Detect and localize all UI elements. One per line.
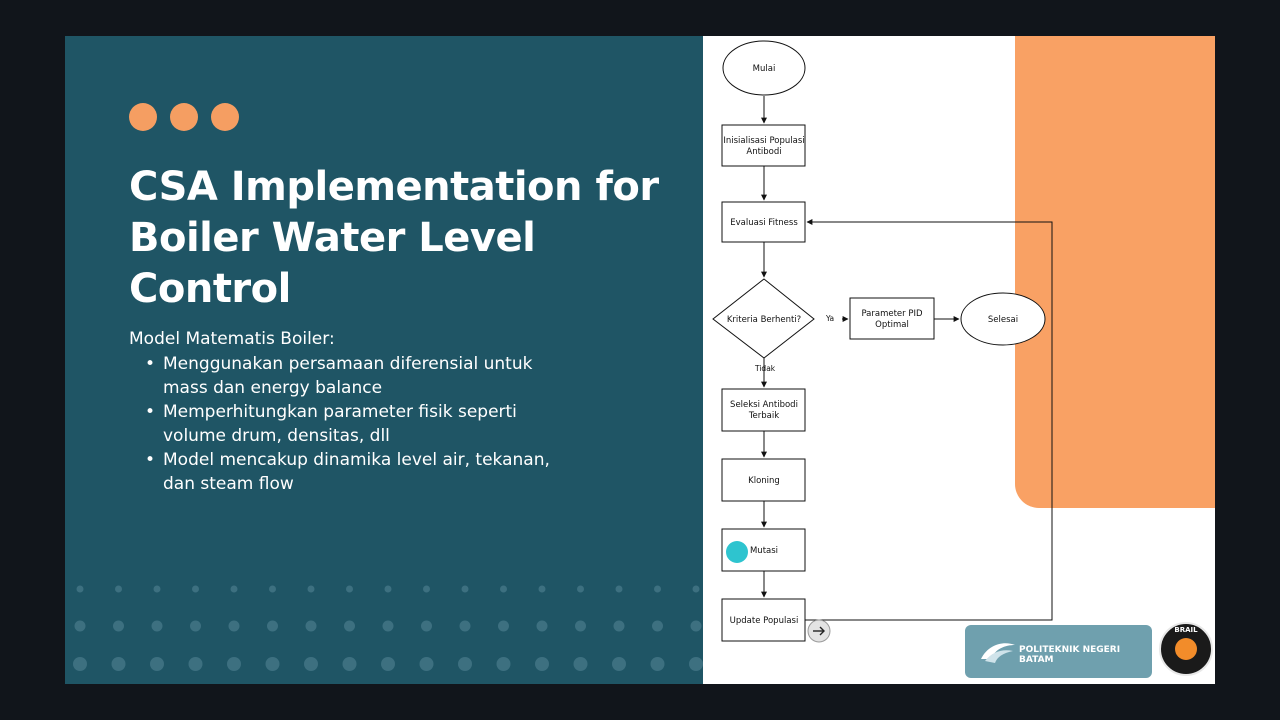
bullet-list: Menggunakan persamaan diferensial untuk … xyxy=(145,352,565,496)
flowchart: Mulai Inisialisasi Populasi Antibodi Eva… xyxy=(712,40,1053,643)
pattern-dot xyxy=(613,620,625,632)
pattern-dot xyxy=(230,585,238,593)
pattern-dot xyxy=(307,585,315,593)
node-pid xyxy=(849,297,935,340)
label-evaluate: Evaluasi Fitness xyxy=(730,218,798,228)
pattern-dot xyxy=(381,657,395,671)
label-select-2: Terbaik xyxy=(748,411,779,421)
next-slide-button[interactable] xyxy=(807,619,831,643)
pattern-dot xyxy=(538,585,546,593)
pattern-dot xyxy=(305,620,317,632)
pattern-dot xyxy=(498,620,509,632)
section-subtitle: Model Matematis Boiler: xyxy=(129,329,335,349)
label-init-1: Inisialisasi Populasi xyxy=(723,136,804,146)
pattern-dot xyxy=(150,657,164,671)
polibatam-logo: POLITEKNIK NEGERI BATAM xyxy=(965,625,1152,678)
pattern-dot xyxy=(689,657,703,671)
pattern-dot xyxy=(573,657,588,671)
pattern-dot xyxy=(269,585,276,593)
pattern-dot xyxy=(500,585,507,593)
label-clone: Kloning xyxy=(748,476,780,486)
label-update: Update Populasi xyxy=(730,616,799,626)
pattern-dot xyxy=(535,657,549,671)
polibatam-swoosh-icon xyxy=(981,643,1015,663)
label-no: Tidak xyxy=(754,364,776,373)
pattern-dot xyxy=(267,620,278,632)
label-pid-1: Parameter PID xyxy=(861,309,923,319)
pattern-dot xyxy=(421,620,432,632)
label-end: Selesai xyxy=(988,315,1018,325)
pattern-dot xyxy=(690,620,702,632)
left-panel: CSA Implementation for Boiler Water Leve… xyxy=(65,36,703,684)
pattern-dot xyxy=(188,657,203,671)
pattern-dot xyxy=(577,585,584,593)
pattern-dot xyxy=(575,620,586,632)
bullet-item: Model mencakup dinamika level air, tekan… xyxy=(145,448,565,496)
pattern-dot xyxy=(458,657,472,671)
cursor-highlight-dot xyxy=(726,541,748,563)
label-start: Mulai xyxy=(753,64,776,74)
pattern-dot xyxy=(153,585,161,593)
pattern-dot xyxy=(615,585,623,593)
node-init xyxy=(721,124,806,167)
pattern-dot xyxy=(73,657,87,671)
pattern-dot xyxy=(111,657,126,671)
pattern-dot xyxy=(304,657,318,671)
pattern-dot xyxy=(151,620,163,632)
slide-title: CSA Implementation for Boiler Water Leve… xyxy=(129,164,659,312)
decor-dot-3 xyxy=(211,103,239,131)
pattern-dot xyxy=(419,657,434,671)
brail-emblem-icon xyxy=(1175,638,1197,660)
pattern-dot xyxy=(228,620,240,632)
pattern-dot xyxy=(344,620,355,632)
label-init-2: Antibodi xyxy=(746,147,781,157)
polibatam-logo-text: POLITEKNIK NEGERI BATAM xyxy=(1019,645,1121,665)
pattern-dot xyxy=(423,585,430,593)
pattern-dot xyxy=(382,620,394,632)
pattern-dot xyxy=(536,620,548,632)
pattern-dot xyxy=(227,657,241,671)
pattern-dot xyxy=(192,585,199,593)
label-pid-2: Optimal xyxy=(875,320,909,330)
orange-decoration-block xyxy=(1015,36,1215,508)
node-decision xyxy=(712,278,815,359)
label-decision: Kriteria Berhenti? xyxy=(727,315,801,325)
node-start xyxy=(722,40,806,96)
label-mutate: Mutasi xyxy=(750,546,778,556)
pattern-dot xyxy=(342,657,357,671)
bullet-item: Menggunakan persamaan diferensial untuk … xyxy=(145,352,565,400)
pattern-dot xyxy=(113,620,124,632)
decor-dot-2 xyxy=(170,103,198,131)
pattern-dot xyxy=(190,620,201,632)
pattern-dot xyxy=(612,657,626,671)
pattern-dot xyxy=(459,620,471,632)
node-evaluate xyxy=(721,201,806,243)
node-update xyxy=(721,598,806,642)
pattern-dot xyxy=(384,585,392,593)
pattern-dot xyxy=(76,585,84,593)
edge-loop-back xyxy=(805,219,1053,621)
node-end xyxy=(960,292,1046,346)
node-clone xyxy=(721,458,806,502)
pattern-dot xyxy=(115,585,122,593)
bullet-item: Memperhitungkan parameter fisik seperti … xyxy=(145,400,565,448)
pattern-dot xyxy=(265,657,280,671)
pattern-dot xyxy=(692,585,700,593)
decor-dot-1 xyxy=(129,103,157,131)
presentation-slide: CSA Implementation for Boiler Water Leve… xyxy=(65,36,1215,684)
brail-logo: BRAIL xyxy=(1159,622,1213,676)
label-yes: Ya xyxy=(825,314,834,323)
label-select-1: Seleksi Antibodi xyxy=(730,400,798,410)
node-select xyxy=(721,388,806,432)
pattern-dot xyxy=(74,620,86,632)
brail-logo-text: BRAIL xyxy=(1174,626,1198,634)
arrow-right-icon xyxy=(813,626,825,636)
pattern-dot xyxy=(650,657,665,671)
pattern-dot xyxy=(496,657,511,671)
pattern-dot xyxy=(654,585,661,593)
dot-pattern-decoration xyxy=(73,585,703,671)
pattern-dot xyxy=(652,620,663,632)
pattern-dot xyxy=(461,585,469,593)
pattern-dot xyxy=(346,585,353,593)
